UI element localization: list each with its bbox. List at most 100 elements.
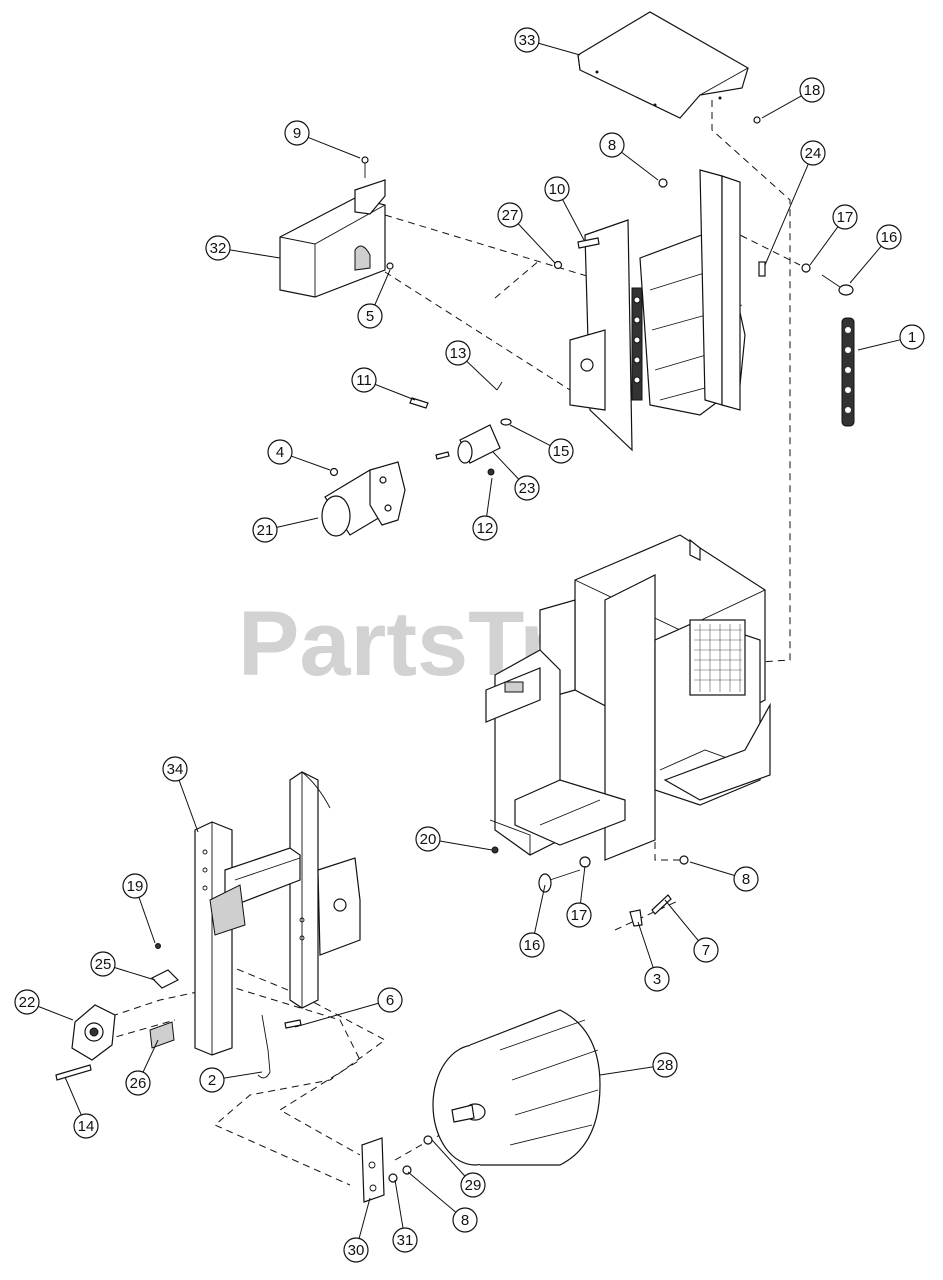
callout-number: 18 — [804, 82, 821, 99]
callout-number: 21 — [257, 522, 274, 539]
housing-vent-grille — [694, 624, 742, 692]
callout-circle — [357, 303, 383, 329]
callout-number: 15 — [553, 443, 570, 460]
leader-line — [761, 95, 802, 119]
callout-circle — [377, 987, 403, 1013]
callout-number: 13 — [450, 345, 467, 362]
part-coupler-23 — [457, 424, 501, 464]
callout-c2: 2 — [199, 1067, 263, 1093]
leader-line — [178, 780, 199, 833]
callout-circle — [122, 873, 148, 899]
callout-number: 16 — [881, 229, 898, 246]
callout-circle — [832, 204, 858, 230]
part-motor-cover-32 — [279, 179, 386, 298]
part-cover-33 — [577, 11, 749, 119]
part-upper-drive-assembly — [569, 169, 746, 452]
part-key-24 — [758, 261, 766, 277]
callout-c6: 6 — [294, 987, 403, 1028]
callout-number: 27 — [502, 207, 519, 224]
part-nut-5 — [386, 262, 394, 270]
callout-circle — [548, 438, 574, 464]
leader-line — [114, 967, 156, 981]
leader-line — [358, 1197, 371, 1239]
callout-number: 12 — [477, 520, 494, 537]
callout-c31: 31 — [392, 1179, 418, 1253]
callout-number: 5 — [366, 308, 374, 325]
part-label-26 — [149, 1021, 175, 1049]
callout-c8c: 8 — [407, 1171, 478, 1233]
callout-number: 28 — [657, 1057, 674, 1074]
callout-circle — [799, 77, 825, 103]
callout-circle — [90, 951, 116, 977]
callout-circle — [445, 340, 471, 366]
callout-c16a: 16 — [849, 224, 902, 284]
callout-c23: 23 — [492, 451, 540, 501]
callout-circle — [800, 140, 826, 166]
callout-c15: 15 — [509, 424, 574, 464]
callout-circle — [205, 235, 231, 261]
part-eyebolt-16-lower — [538, 869, 581, 893]
part-bearing-22 — [71, 1004, 116, 1061]
callout-circle — [343, 1237, 369, 1263]
leader-line — [517, 223, 556, 264]
callout-c33: 33 — [514, 27, 581, 56]
callout-circle — [693, 937, 719, 963]
callout-c30: 30 — [343, 1197, 371, 1263]
callout-c34: 34 — [162, 756, 199, 833]
leader-line — [637, 921, 654, 968]
callout-number: 14 — [78, 1118, 95, 1135]
part-nut-8-top — [658, 178, 668, 188]
part-frame-34 — [194, 771, 361, 1056]
callout-circle — [351, 367, 377, 393]
part-nut-17-top — [801, 263, 811, 273]
leader-line — [294, 1002, 379, 1028]
leader-line — [142, 1039, 159, 1073]
callout-circle — [452, 1207, 478, 1233]
part-bolt-7 — [651, 894, 672, 915]
part-washer-29 — [423, 1135, 433, 1145]
callout-number: 34 — [167, 761, 184, 778]
leader-line — [229, 249, 281, 259]
part-bolt-14 — [55, 1064, 92, 1081]
callout-circle — [415, 826, 441, 852]
callout-circle — [497, 202, 523, 228]
callout-c3: 3 — [637, 921, 670, 992]
callout-number: 3 — [653, 971, 661, 988]
callout-c32: 32 — [205, 235, 281, 261]
part-washer-20 — [491, 846, 499, 854]
callout-c22: 22 — [14, 989, 74, 1021]
callout-number: 29 — [465, 1177, 482, 1194]
callout-number: 4 — [276, 444, 284, 461]
leader-line — [857, 339, 901, 351]
leader-line — [534, 884, 546, 934]
part-spring-2 — [257, 1014, 271, 1079]
callout-circle — [599, 132, 625, 158]
callout-c16b: 16 — [519, 884, 546, 958]
part-pin-6 — [284, 1019, 302, 1029]
part-pin-13 — [496, 381, 503, 391]
part-bolt-11 — [409, 397, 429, 409]
callout-c5: 5 — [357, 269, 391, 329]
leader-line — [64, 1076, 82, 1116]
callout-number: 11 — [356, 372, 372, 389]
callout-c17b: 17 — [566, 865, 592, 928]
callout-circle — [392, 1227, 418, 1253]
callout-circle — [519, 932, 545, 958]
callout-c14: 14 — [64, 1076, 99, 1139]
callout-circle — [14, 989, 40, 1015]
callout-c18: 18 — [761, 77, 825, 119]
callout-number: 30 — [348, 1242, 365, 1259]
callout-c13: 13 — [445, 340, 498, 391]
callout-circle — [267, 439, 293, 465]
part-nut-8-lower — [402, 1165, 412, 1175]
callout-number: 16 — [524, 937, 541, 954]
leader-line — [809, 226, 839, 266]
callout-c21: 21 — [252, 517, 319, 543]
callout-circle — [544, 176, 570, 202]
leader-line — [431, 1139, 466, 1177]
part-nut-8-mid — [679, 855, 689, 865]
callout-circle — [876, 224, 902, 250]
callout-number: 8 — [461, 1212, 469, 1229]
